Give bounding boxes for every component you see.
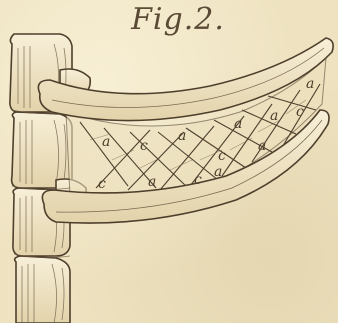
vertebra-2 [12, 112, 72, 188]
label-a: a [306, 76, 314, 92]
label-c: c [98, 176, 106, 192]
label-a: a [178, 128, 186, 144]
label-c: c [140, 138, 148, 154]
label-c: c [218, 148, 226, 164]
label-a: a [234, 116, 242, 132]
label-a: a [102, 134, 110, 150]
label-a: a [270, 108, 278, 124]
label-c: c [296, 104, 304, 120]
label-a: a [258, 138, 266, 154]
label-c: c [194, 172, 202, 188]
label-a: a [148, 174, 156, 190]
vertebra-4 [15, 256, 70, 323]
label-a: a [214, 164, 222, 180]
